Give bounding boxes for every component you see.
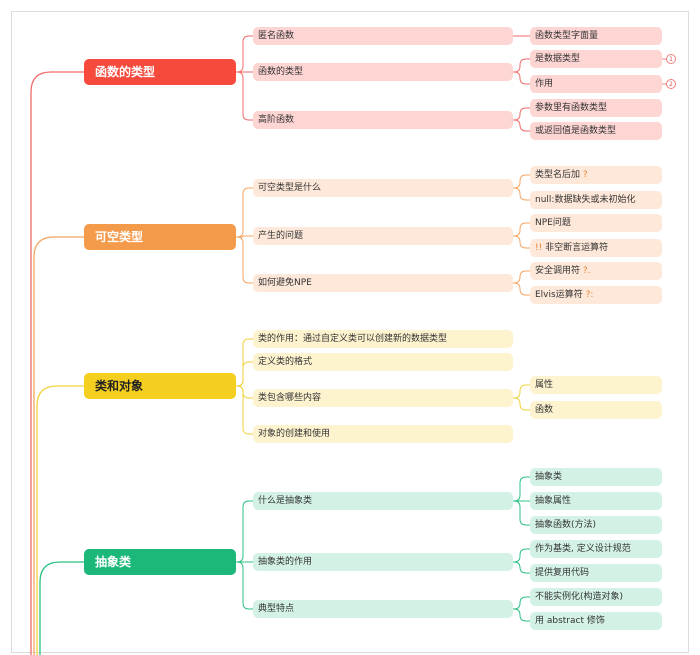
note-badge[interactable]: 2 (666, 79, 676, 89)
leaf-topic[interactable]: 不能实例化(构造对象) (530, 588, 662, 606)
subtopic[interactable]: 典型特点 (253, 600, 513, 618)
subtopic-label: 如何避免NPE (258, 278, 312, 288)
subtopic[interactable]: 产生的问题 (253, 227, 513, 245)
leaf-topic[interactable]: 安全调用符 ?. (530, 262, 662, 280)
leaf-topic[interactable]: 函数类型字面量 (530, 27, 662, 45)
leaf-label: 抽象类 (535, 472, 563, 482)
subtopic[interactable]: 抽象类的作用 (253, 553, 513, 571)
leaf-topic[interactable]: NPE问题 (530, 214, 662, 232)
subtopic[interactable]: 匿名函数 (253, 27, 513, 45)
subtopic[interactable]: 定义类的格式 (253, 353, 513, 371)
leaf-topic[interactable]: 函数 (530, 401, 662, 419)
subtopic-label: 类包含哪些内容 (258, 393, 322, 403)
leaf-topic[interactable]: Elvis运算符 ?: (530, 286, 662, 304)
leaf-topic[interactable]: 作用 (530, 75, 662, 93)
leaf-topic[interactable]: 属性 (530, 376, 662, 394)
leaf-topic[interactable]: 是数据类型 (530, 50, 662, 68)
leaf-topic[interactable]: 抽象属性 (530, 492, 662, 510)
subtopic-label: 高阶函数 (258, 115, 295, 125)
leaf-label: 类型名后加 (535, 170, 581, 180)
subtopic[interactable]: 什么是抽象类 (253, 492, 513, 510)
leaf-label: 或返回值是函数类型 (535, 126, 617, 136)
leaf-topic[interactable]: 或返回值是函数类型 (530, 122, 662, 140)
topic-green[interactable]: 抽象类 (84, 549, 236, 575)
subtopic-label: 什么是抽象类 (258, 496, 313, 506)
leaf-topic[interactable]: 类型名后加 ? (530, 166, 662, 184)
note-badge[interactable]: 1 (666, 54, 676, 64)
subtopic[interactable]: 可空类型是什么 (253, 179, 513, 197)
subtopic[interactable]: 高阶函数 (253, 111, 513, 129)
subtopic[interactable]: 类的作用：通过自定义类可以创建新的数据类型 (253, 330, 513, 348)
subtopic-label: 匿名函数 (258, 31, 295, 41)
leaf-label: 函数 (535, 405, 554, 415)
leaf-label: NPE问题 (535, 218, 571, 228)
operator-mark: ? (582, 170, 588, 180)
leaf-label: 抽象属性 (535, 496, 572, 506)
leaf-topic[interactable]: 提供复用代码 (530, 564, 662, 582)
topic-title: 类和对象 (95, 379, 144, 393)
subtopic-label: 产生的问题 (258, 231, 304, 241)
leaf-label: Elvis运算符 (535, 290, 583, 300)
subtopic[interactable]: 对象的创建和使用 (253, 425, 513, 443)
leaf-label: 安全调用符 (535, 266, 581, 276)
leaf-topic[interactable]: null:数据缺失或未初始化 (530, 191, 662, 209)
leaf-label: 用 abstract 修饰 (535, 616, 605, 626)
topic-red[interactable]: 函数的类型 (84, 59, 236, 85)
subtopic[interactable]: 函数的类型 (253, 63, 513, 81)
operator-mark: ?: (585, 290, 594, 300)
leaf-topic[interactable]: !! 非空断言运算符 (530, 239, 662, 257)
prefix-mark: !! (535, 243, 543, 253)
leaf-topic[interactable]: 作为基类, 定义设计规范 (530, 540, 662, 558)
leaf-label: null:数据缺失或未初始化 (535, 195, 636, 205)
leaf-label: 函数类型字面量 (535, 31, 599, 41)
topic-orange[interactable]: 可空类型 (84, 224, 236, 250)
operator-mark: ?. (582, 266, 591, 276)
subtopic-label: 可空类型是什么 (258, 183, 322, 193)
diagram-frame (11, 11, 689, 653)
leaf-topic[interactable]: 抽象类 (530, 468, 662, 486)
topic-yellow[interactable]: 类和对象 (84, 373, 236, 399)
topic-title: 函数的类型 (95, 65, 156, 79)
leaf-label: 不能实例化(构造对象) (535, 592, 624, 602)
leaf-label: 作为基类, 定义设计规范 (535, 544, 631, 554)
subtopic-label: 对象的创建和使用 (258, 429, 331, 439)
leaf-label: 抽象函数(方法) (535, 520, 597, 530)
leaf-label: 是数据类型 (535, 54, 581, 64)
leaf-topic[interactable]: 抽象函数(方法) (530, 516, 662, 534)
leaf-label: 提供复用代码 (535, 568, 590, 578)
leaf-topic[interactable]: 用 abstract 修饰 (530, 612, 662, 630)
subtopic-label: 抽象类的作用 (258, 557, 313, 567)
subtopic-label: 定义类的格式 (258, 357, 313, 367)
leaf-label: 作用 (535, 79, 554, 89)
topic-title: 可空类型 (95, 230, 144, 244)
topic-title: 抽象类 (95, 555, 132, 569)
leaf-topic[interactable]: 参数里有函数类型 (530, 99, 662, 117)
subtopic[interactable]: 如何避免NPE (253, 274, 513, 292)
subtopic-label: 类的作用：通过自定义类可以创建新的数据类型 (258, 334, 448, 344)
leaf-label: 参数里有函数类型 (535, 103, 608, 113)
leaf-label: 非空断言运算符 (545, 243, 609, 253)
leaf-label: 属性 (535, 380, 554, 390)
subtopic[interactable]: 类包含哪些内容 (253, 389, 513, 407)
subtopic-label: 典型特点 (258, 604, 295, 614)
subtopic-label: 函数的类型 (258, 67, 304, 77)
